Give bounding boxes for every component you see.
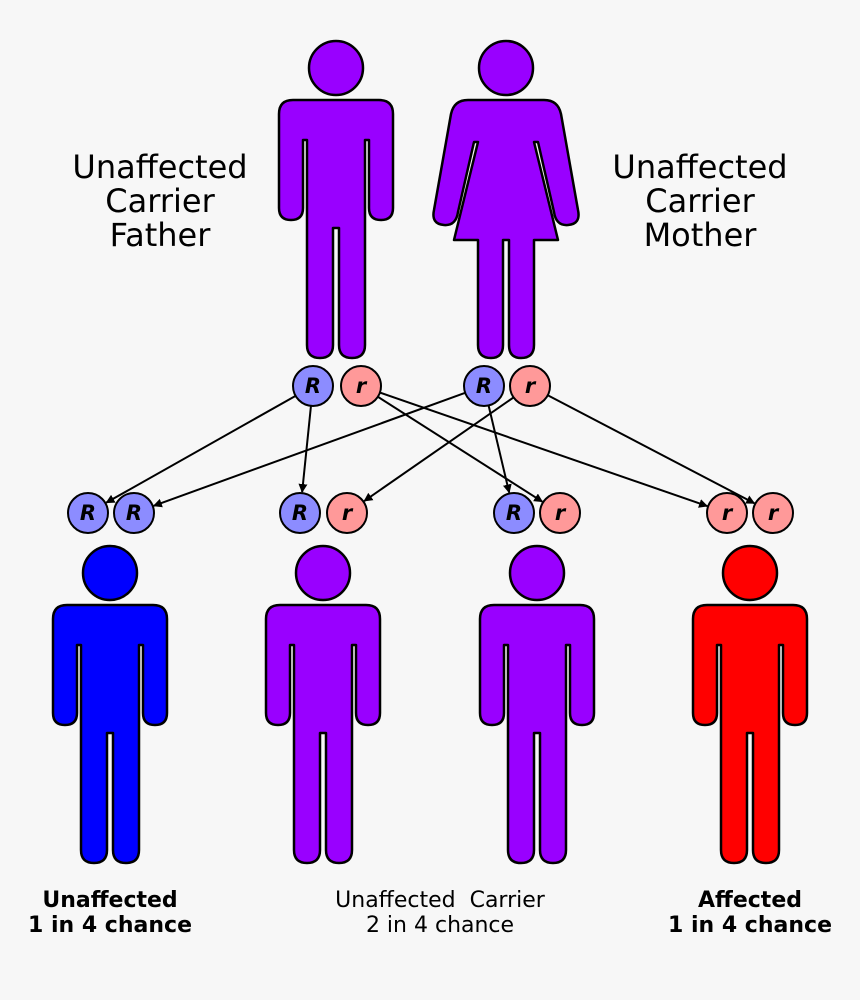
father-figure-head — [307, 39, 365, 97]
child-2-figure-head — [294, 544, 352, 602]
child-1-label: Unaffected 1 in 4 chance — [10, 888, 210, 938]
inheritance-arrow-6 — [377, 395, 544, 503]
child-1-figure — [51, 544, 169, 865]
child-3-allele-1: R — [493, 492, 535, 534]
child-1-allele-2: R — [113, 492, 155, 534]
child-3-allele-2-letter: r — [555, 501, 567, 525]
child-4-label-line-1: Affected — [698, 888, 802, 913]
mother-label-line-3: Mother — [643, 216, 757, 254]
child-3-allele-2-circle — [539, 492, 581, 534]
mother-label-line-2: Carrier — [645, 182, 755, 220]
child-4-figure-body — [691, 603, 809, 865]
child-1-allele-1: R — [67, 492, 109, 534]
child-1-allele-1-letter: R — [80, 501, 96, 525]
child-4-figure-head — [721, 544, 779, 602]
child-4-figure — [691, 544, 809, 865]
child-4-label-line-2: 1 in 4 chance — [668, 913, 832, 938]
father-allele-1-letter: R — [305, 374, 321, 398]
inheritance-arrow-3 — [298, 405, 312, 494]
child-4-allele-2-circle — [752, 492, 794, 534]
child-2-figure — [264, 544, 382, 865]
child-2-allele-1-circle — [279, 492, 321, 534]
father-allele-2-letter: r — [356, 374, 368, 398]
child-4-allele-1-circle — [706, 492, 748, 534]
child-3-allele-2: r — [539, 492, 581, 534]
child-1-label-line-1: Unaffected — [42, 888, 178, 913]
child-1-figure-head — [81, 544, 139, 602]
father-allele-1: R — [292, 365, 334, 407]
carrier-label-line-2: 2 in 4 chance — [365, 913, 515, 938]
child-1-allele-2-circle — [113, 492, 155, 534]
mother-figure-head — [477, 39, 535, 97]
father-label-line-3: Father — [109, 216, 211, 254]
mother-allele-1: R — [463, 365, 505, 407]
child-4-allele-1-letter: r — [722, 501, 734, 525]
mother-allele-2-circle — [509, 365, 551, 407]
child-3-allele-1-letter: R — [506, 501, 522, 525]
child-3-allele-1-circle — [493, 492, 535, 534]
inheritance-arrow-8 — [547, 394, 756, 505]
inheritance-arrow-2 — [152, 391, 466, 508]
child-2-allele-2-circle — [326, 492, 368, 534]
child-4-allele-2: r — [752, 492, 794, 534]
inheritance-arrow-7 — [379, 391, 709, 508]
child-2-allele-1: R — [279, 492, 321, 534]
father-label-line-1: Unaffected — [72, 148, 248, 186]
father-figure-body — [277, 98, 395, 360]
mother-allele-2: r — [509, 365, 551, 407]
child-3-figure — [478, 544, 596, 865]
child-4-allele-2-letter: r — [768, 501, 780, 525]
father-allele-2: r — [340, 365, 382, 407]
child-1-allele-1-circle — [67, 492, 109, 534]
mother-label-line-1: Unaffected — [612, 148, 788, 186]
child-3-figure-head — [508, 544, 566, 602]
father-figure — [277, 39, 395, 360]
child-1-label-line-2: 1 in 4 chance — [28, 913, 192, 938]
child-2-allele-1-letter: R — [292, 501, 308, 525]
mother-figure — [432, 39, 580, 360]
child-1-figure-body — [51, 603, 169, 865]
father-label: Unaffected Carrier Father — [40, 150, 280, 252]
inheritance-arrow-4 — [363, 396, 515, 502]
father-allele-1-circle — [292, 365, 334, 407]
carrier-label-line-1: Unaffected Carrier — [335, 888, 545, 913]
father-allele-2-circle — [340, 365, 382, 407]
child-2-allele-2-letter: r — [342, 501, 354, 525]
mother-allele-1-letter: R — [476, 374, 492, 398]
father-label-line-2: Carrier — [105, 182, 215, 220]
mother-allele-2-letter: r — [525, 374, 537, 398]
carrier-label: Unaffected Carrier 2 in 4 chance — [270, 888, 610, 938]
child-4-allele-1: r — [706, 492, 748, 534]
child-2-figure-body — [264, 603, 382, 865]
child-1-allele-2-letter: R — [126, 501, 142, 525]
child-4-label: Affected 1 in 4 chance — [650, 888, 850, 938]
child-2-allele-2: r — [326, 492, 368, 534]
mother-label: Unaffected Carrier Mother — [580, 150, 820, 252]
inheritance-arrow-1 — [105, 394, 297, 504]
mother-allele-1-circle — [463, 365, 505, 407]
child-3-figure-body — [478, 603, 596, 865]
mother-figure-body — [432, 98, 580, 360]
